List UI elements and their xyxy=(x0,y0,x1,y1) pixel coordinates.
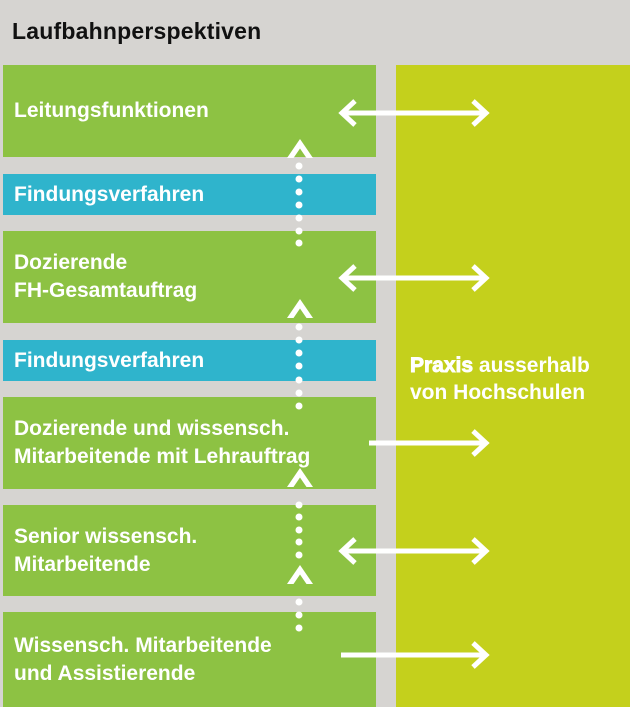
bar-label-line2: FH-Gesamtauftrag xyxy=(14,279,198,302)
bar-senior-wissensch-mitarbeitende: Senior wissensch. Mitarbeitende xyxy=(3,505,376,596)
bar-dozierende-wissensch-mitarbeitende: Dozierende und wissensch. Mitarbeitende … xyxy=(3,397,376,489)
bar-label-line2: Mitarbeitende xyxy=(14,552,151,576)
praxis-line1: Praxis ausserhalb xyxy=(410,352,590,379)
praxis-panel-label: Praxis ausserhalb von Hochschulen xyxy=(410,352,590,406)
bar-leitungsfunktionen: Leitungsfunktionen xyxy=(3,65,376,157)
bar-label-line1: Wissensch. Mitarbeitende xyxy=(14,633,272,657)
praxis-highlight: Praxis xyxy=(410,354,474,378)
bar-wissensch-mitarbeitende-assistierende: Wissensch. Mitarbeitende und Assistieren… xyxy=(3,612,376,707)
praxis-rest: ausserhalb xyxy=(473,354,590,377)
bar-findungsverfahren-1: Findungsverfahren xyxy=(3,174,376,215)
praxis-line2: von Hochschulen xyxy=(410,381,586,404)
bar-label: Findungsverfahren xyxy=(14,348,205,372)
bar-label: Findungsverfahren xyxy=(14,182,205,206)
bar-dozierende-fh-gesamtauftrag: Dozierende FH-Gesamtauftrag xyxy=(3,231,376,323)
praxis-panel: Praxis ausserhalb von Hochschulen xyxy=(396,65,630,707)
bar-label-line1: Senior wissensch. xyxy=(14,524,198,548)
bar-label-line1: Dozierende und wissensch. xyxy=(14,417,290,440)
bar-label-line1: Dozierende xyxy=(14,251,128,274)
bar-label-line2: und Assistierende xyxy=(14,661,196,685)
bar-findungsverfahren-2: Findungsverfahren xyxy=(3,340,376,381)
bar-label-line2: Mitarbeitende mit Lehrauftrag xyxy=(14,445,311,468)
bar-label: Leitungsfunktionen xyxy=(14,99,209,122)
page-title: Laufbahnperspektiven xyxy=(12,18,262,44)
